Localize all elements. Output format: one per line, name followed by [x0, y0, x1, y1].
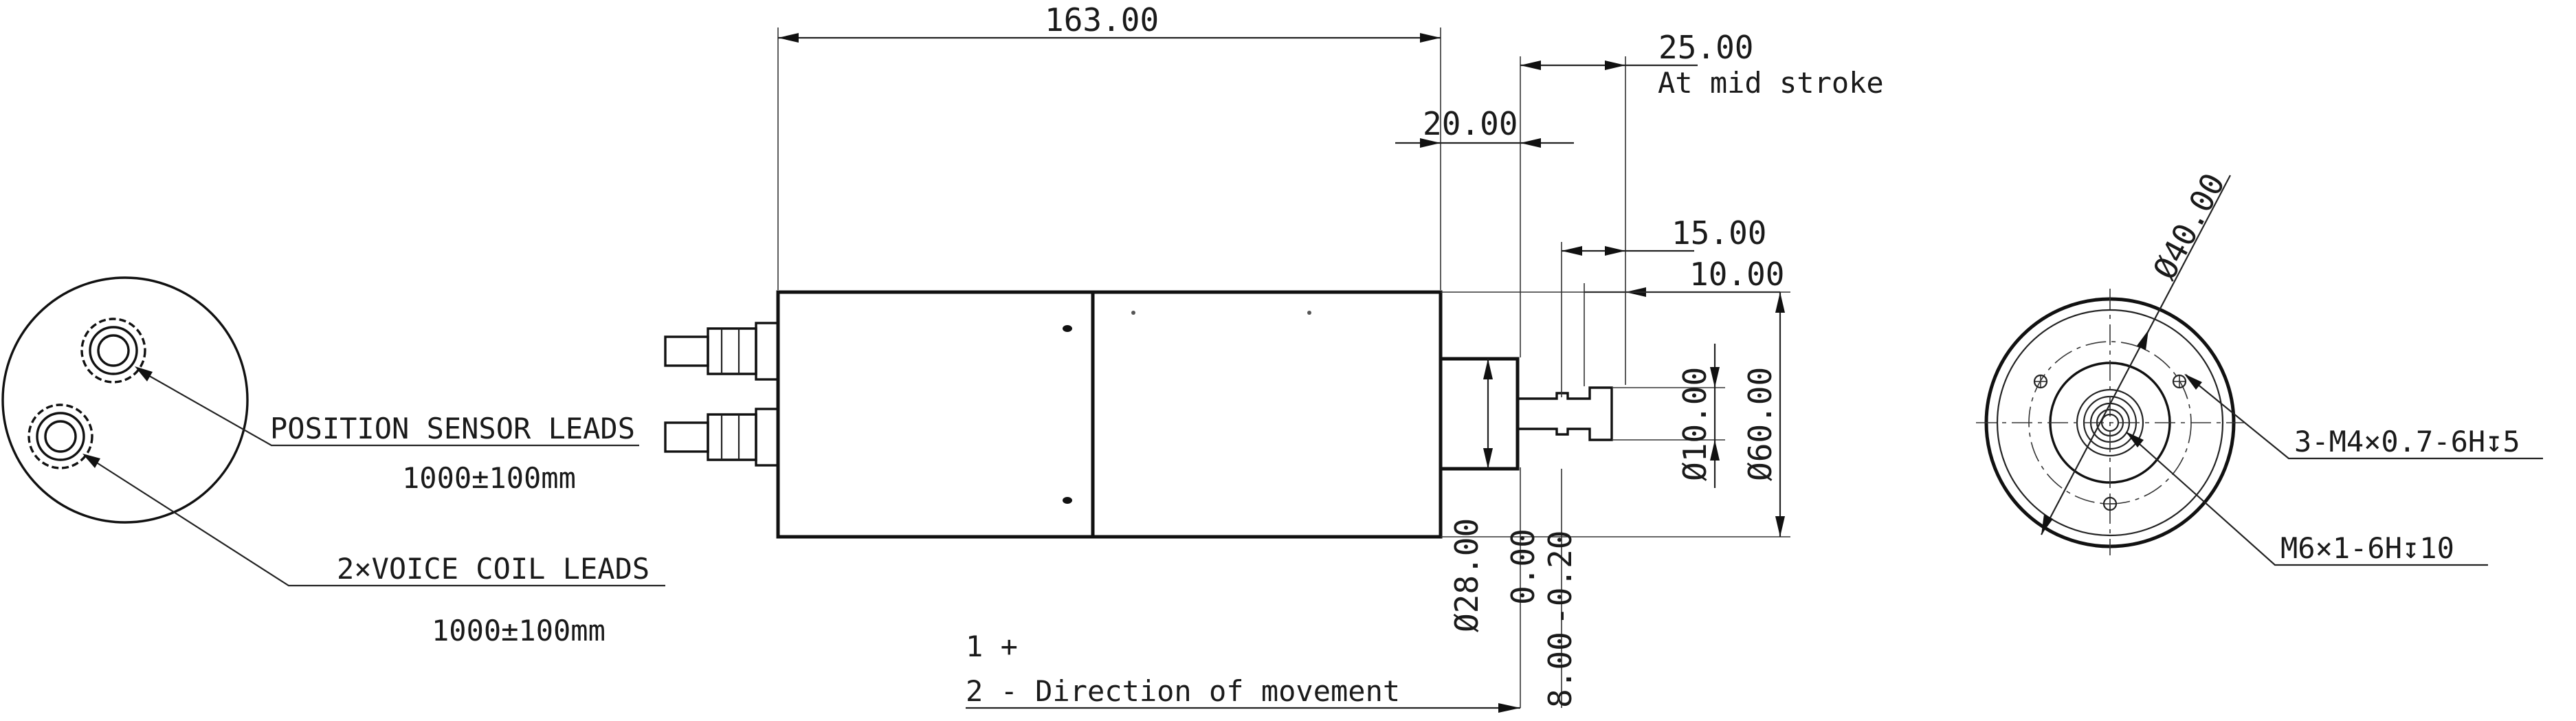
dim-tol-lower: -0.20	[1542, 531, 1579, 625]
mount-holes-label: 3-M4×0.7-6H↧5	[2294, 425, 2520, 458]
movement-negative: 2 - Direction of movement	[966, 674, 1400, 708]
coil-leader-line	[87, 456, 665, 587]
mount-holes-leader	[2185, 374, 2543, 460]
cable-gland-top	[664, 322, 779, 381]
screw-dot	[1063, 497, 1072, 504]
dim-shaft-end: 10.00	[1689, 256, 1784, 293]
screw-dot	[1063, 325, 1072, 332]
dim-shaft-length: 15.00	[1672, 214, 1766, 252]
movement-positive: 1 +	[966, 630, 1018, 663]
sensor-leader-line	[140, 370, 639, 447]
position-sensor-leads-label: POSITION SENSOR LEADS	[270, 412, 635, 445]
mount-hole	[2172, 374, 2187, 389]
dim-stroke: 25.00	[1658, 29, 1753, 66]
dim-neck-length: 8.00	[1542, 632, 1579, 708]
bolt-circle-dim-line	[2041, 175, 2231, 535]
side-dimensions: 163.00 25.00 At mid stroke 20.00 15.00 1…	[777, 1, 1884, 708]
end-view: Ø40.00 3-M4×0.7-6H↧5 M6×1-6H↧10	[1976, 167, 2543, 566]
dim-shaft-diameter: Ø10.00	[1676, 367, 1713, 481]
center-hole-leader	[2127, 432, 2488, 566]
detail-circle	[1, 276, 249, 524]
moving-coil-flange	[1439, 357, 1520, 471]
cable-gland-bottom	[664, 408, 779, 467]
output-shaft	[1516, 386, 1613, 441]
mount-hole	[2033, 374, 2048, 389]
voice-coil-leads-label: 2×VOICE COIL LEADS	[337, 552, 649, 586]
inner-body-circle	[1996, 309, 2224, 537]
side-view	[664, 290, 1613, 539]
voice-coil-length-label: 1000±100mm	[432, 614, 606, 647]
voice-coil-gland	[27, 403, 93, 469]
mount-hole	[2102, 496, 2118, 511]
dim-bolt-circle: Ø40.00	[2146, 167, 2232, 285]
center-hole-label: M6×1-6H↧10	[2280, 531, 2454, 565]
position-sensor-gland	[80, 318, 146, 384]
movement-arrow-head	[1498, 703, 1520, 713]
dim-overall-length: 163.00	[1045, 1, 1159, 38]
dim-body-diameter: Ø60.00	[1742, 367, 1779, 481]
dim-flange-offset: 20.00	[1423, 105, 1518, 142]
actuator-body	[776, 290, 1443, 539]
position-sensor-length-label: 1000±100mm	[402, 461, 576, 495]
lead-detail-view: POSITION SENSOR LEADS 1000±100mm 2×VOICE…	[1, 276, 665, 647]
dim-flange-diameter: Ø28.00	[1448, 518, 1485, 632]
stroke-note: At mid stroke	[1658, 66, 1884, 100]
dim-tol-upper: 0.00	[1504, 529, 1542, 605]
movement-legend: 1 + 2 - Direction of movement	[966, 630, 1520, 713]
